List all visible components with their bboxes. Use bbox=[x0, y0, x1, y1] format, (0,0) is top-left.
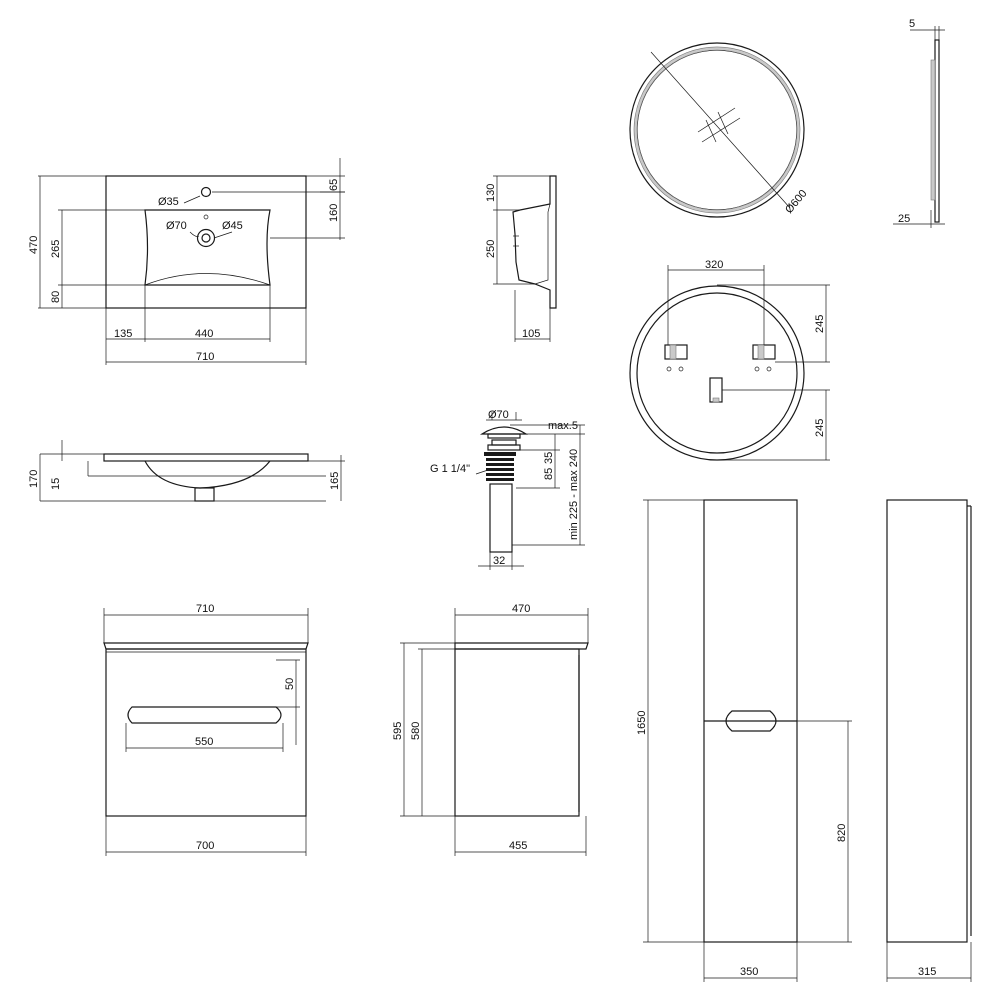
drain-inner-ring bbox=[201, 233, 211, 243]
dim-15: 15 bbox=[50, 478, 62, 490]
mirror-depth-25: 25 bbox=[898, 213, 910, 225]
vanity-side-view: 470 595 580 455 bbox=[392, 603, 589, 856]
vanity-depth-470: 470 bbox=[512, 603, 530, 615]
mirror-side-profile bbox=[934, 39, 940, 223]
bracket-height-245: 245 bbox=[814, 315, 826, 333]
vanity-height-580: 580 bbox=[410, 722, 422, 740]
mirror-front-view: Ø600 bbox=[629, 42, 810, 218]
mirror-bracket-right bbox=[752, 344, 776, 372]
bracket-spacing-320: 320 bbox=[705, 259, 723, 271]
column-handle bbox=[725, 710, 777, 732]
drain-detail: Ø70 max.5 35 85 min 225 - max 240 G 1 1/… bbox=[430, 409, 585, 570]
basin-side-section: 130 250 105 bbox=[485, 175, 557, 342]
drain-outer-ring bbox=[196, 228, 216, 248]
dim-130: 130 bbox=[485, 184, 497, 202]
column-side-body bbox=[886, 499, 968, 943]
column-lower-820: 820 bbox=[836, 824, 848, 842]
column-width-350: 350 bbox=[740, 966, 758, 978]
dim-165: 165 bbox=[329, 472, 341, 490]
basin-front-outline bbox=[103, 453, 309, 462]
basin-front-drain bbox=[194, 487, 215, 502]
vanity-width-710: 710 bbox=[196, 603, 214, 615]
dim-250: 250 bbox=[485, 240, 497, 258]
tap-hole bbox=[200, 186, 212, 198]
vanity-side-top bbox=[454, 642, 589, 650]
dim-265: 265 bbox=[50, 240, 62, 258]
dim-170: 170 bbox=[28, 470, 40, 488]
mirror-side-view: 5 25 bbox=[893, 18, 945, 228]
basin-section-outline bbox=[512, 175, 557, 309]
vanity-width-700: 700 bbox=[196, 840, 214, 852]
mirror-diameter-label: Ø600 bbox=[783, 188, 809, 216]
vanity-front-view: 710 50 550 700 bbox=[103, 603, 309, 856]
dim-35: 35 bbox=[543, 452, 555, 464]
mirror-back-view: 320 245 245 bbox=[629, 259, 830, 461]
switch-height-245: 245 bbox=[814, 419, 826, 437]
dim-440: 440 bbox=[195, 328, 213, 340]
hole-diameter-label: Ø35 bbox=[158, 196, 179, 208]
vanity-front-body bbox=[105, 648, 307, 817]
dim-32: 32 bbox=[493, 555, 505, 567]
handle-width-550: 550 bbox=[195, 736, 213, 748]
mirror-back-outer bbox=[629, 285, 805, 461]
dim-470: 470 bbox=[28, 236, 40, 254]
vanity-top-slab bbox=[103, 642, 309, 650]
drain-tailpipe bbox=[489, 483, 513, 553]
mirror-bracket-left bbox=[664, 344, 688, 372]
column-depth-315: 315 bbox=[918, 966, 936, 978]
drain-cap bbox=[479, 426, 529, 435]
vanity-side-body bbox=[454, 648, 580, 817]
dim-85: 85 bbox=[543, 468, 555, 480]
vanity-depth-455: 455 bbox=[509, 840, 527, 852]
basin-front-view: 170 15 165 bbox=[28, 440, 345, 502]
drain-inner-label: Ø45 bbox=[222, 220, 243, 232]
vanity-height-595: 595 bbox=[392, 722, 404, 740]
basin-front-bowl bbox=[144, 460, 271, 489]
vanity-handle-slot bbox=[127, 706, 282, 724]
column-side-view: 315 bbox=[886, 499, 972, 982]
dim-80: 80 bbox=[50, 291, 62, 303]
dim-160: 160 bbox=[328, 204, 340, 222]
drain-outer-label: Ø70 bbox=[166, 220, 187, 232]
handle-offset-50: 50 bbox=[284, 678, 296, 690]
drain-max5-label: max.5 bbox=[548, 420, 578, 432]
column-height-1650: 1650 bbox=[636, 711, 648, 735]
drain-thread bbox=[484, 452, 516, 481]
drain-thread-label: G 1 1/4" bbox=[430, 463, 470, 475]
dim-65: 65 bbox=[328, 179, 340, 191]
drain-height-range: min 225 - max 240 bbox=[568, 449, 580, 540]
dim-105: 105 bbox=[522, 328, 540, 340]
basin-top-view: Ø35 Ø70 Ø45 65 160 470 265 80 135 440 71… bbox=[28, 158, 345, 365]
mirror-led-ring bbox=[633, 46, 801, 214]
mirror-outer-edge bbox=[629, 42, 805, 218]
dim-710-top: 710 bbox=[196, 351, 214, 363]
dim-135: 135 bbox=[114, 328, 132, 340]
column-front-view: 1650 820 350 bbox=[636, 499, 852, 982]
mirror-thickness-5: 5 bbox=[909, 18, 915, 30]
drain-diameter-label: Ø70 bbox=[488, 409, 509, 421]
